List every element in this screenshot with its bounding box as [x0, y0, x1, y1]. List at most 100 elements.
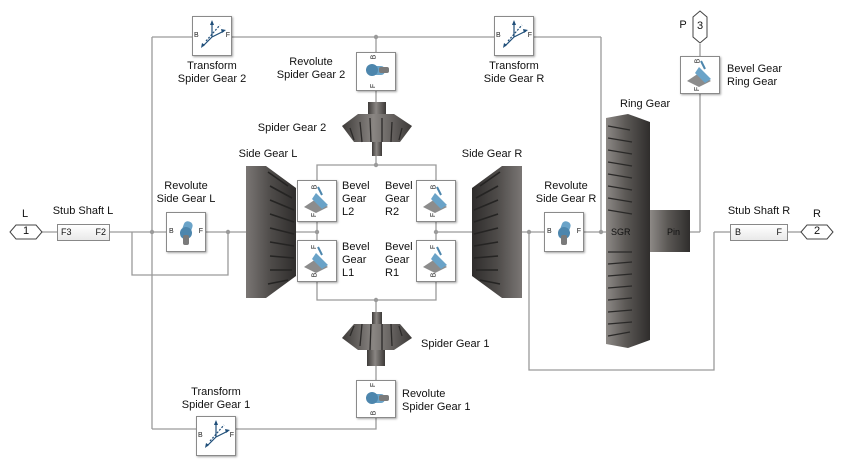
- label-line: Revolute: [544, 180, 588, 192]
- label-line: Bevel: [342, 180, 370, 192]
- port-P-label: P: [679, 19, 687, 31]
- port-b-letter: B: [169, 228, 174, 235]
- revolute-side-gear-l-block[interactable]: B F: [166, 212, 206, 252]
- stub-shaft-left-body[interactable]: F3 F2: [57, 224, 110, 241]
- label-line: L2: [342, 206, 355, 218]
- bevel-gear-icon: [304, 186, 328, 213]
- label-line: Transform: [191, 386, 241, 398]
- port-f-letter: F: [576, 228, 581, 235]
- spider-gear-1-image[interactable]: [336, 310, 416, 368]
- label-line: Revolute: [402, 388, 446, 400]
- port-L-shape[interactable]: [9, 224, 43, 240]
- revolute-spider-gear-2-block[interactable]: B F: [356, 52, 396, 91]
- ring-gear-image[interactable]: [604, 112, 694, 352]
- bevel-gear-r2-label: Bevel Gear R2: [385, 180, 413, 219]
- port-f-letter: F: [229, 432, 234, 439]
- stub-shaft-right-title: Stub Shaft R: [727, 205, 791, 217]
- frame-transform-icon: [205, 420, 230, 448]
- frame-transform-icon: [503, 20, 528, 48]
- spider-gear-2-label: Spider Gear 2: [257, 122, 327, 134]
- port-f-letter: F: [370, 382, 378, 388]
- bevel-gear-r2-block[interactable]: B F: [416, 180, 456, 222]
- bevel-gear-icon: [423, 246, 447, 273]
- port-f-letter: F: [370, 83, 378, 89]
- bevel-gear-l1-label: Bevel Gear L1: [342, 241, 370, 280]
- side-gear-l-image[interactable]: [244, 164, 298, 300]
- port-b-letter: B: [194, 32, 199, 39]
- label-line: Spider Gear 2: [177, 73, 247, 85]
- port-b-letter: B: [198, 432, 203, 439]
- port-b-letter: B: [694, 58, 702, 64]
- bevel-gear-ring-block[interactable]: B F: [680, 56, 720, 94]
- transform-spider-gear-2-block[interactable]: B F: [192, 16, 232, 56]
- label-line: R1: [385, 267, 400, 279]
- label-line: Bevel: [385, 180, 413, 192]
- port-f-letter: F: [311, 244, 319, 250]
- bevel-gear-l2-label: Bevel Gear L2: [342, 180, 370, 219]
- bevel-gear-icon: [687, 60, 711, 87]
- stub-shaft-right-port-b: F: [776, 227, 783, 237]
- revolute-joint-icon: [366, 64, 389, 76]
- port-f-letter: F: [430, 244, 438, 250]
- transform-side-gear-r-block[interactable]: B F: [494, 16, 534, 56]
- ring-gear-port-pin: Pin: [667, 227, 681, 237]
- label-line: Bevel: [385, 241, 413, 253]
- label-line: Revolute: [164, 180, 208, 192]
- revolute-spider-gear-2-label: Revolute Spider Gear 2: [270, 56, 352, 82]
- transform-spider-gear-1-block[interactable]: B F: [196, 416, 236, 456]
- label-line: Transform: [187, 60, 237, 72]
- bevel-gear-r1-block[interactable]: F B: [416, 240, 456, 282]
- revolute-side-gear-l-label: Revolute Side Gear L: [146, 180, 226, 206]
- bevel-gear-l2-block[interactable]: B F: [297, 180, 337, 222]
- revolute-joint-icon: [366, 392, 389, 404]
- label-line: Revolute: [289, 56, 333, 68]
- port-b-letter: B: [547, 228, 552, 235]
- transform-spider-gear-2-label: Transform Spider Gear 2: [160, 60, 264, 86]
- label-line: Side Gear L: [156, 193, 216, 205]
- port-b-letter: B: [430, 184, 438, 190]
- side-gear-r-image[interactable]: [470, 164, 524, 300]
- label-line: L1: [342, 267, 355, 279]
- port-b-letter: B: [430, 272, 438, 278]
- port-f-letter: F: [225, 32, 230, 39]
- port-f-letter: F: [430, 212, 438, 218]
- stub-shaft-right-body[interactable]: B F: [730, 224, 788, 241]
- port-R-number: 2: [813, 225, 821, 237]
- bevel-gear-icon: [304, 246, 328, 273]
- port-P-shape[interactable]: [692, 10, 708, 44]
- port-f-letter: F: [198, 228, 203, 235]
- spider-gear-2-image[interactable]: [336, 100, 416, 158]
- transform-side-gear-r-label: Transform Side Gear R: [462, 60, 566, 86]
- port-f-letter: F: [527, 32, 532, 39]
- port-P-number: 3: [696, 20, 704, 32]
- port-L-label: L: [21, 208, 29, 220]
- frame-transform-icon: [201, 20, 226, 48]
- spider-gear-1-label: Spider Gear 1: [421, 338, 490, 350]
- label-line: Spider Gear 1: [402, 401, 471, 413]
- port-f-letter: F: [311, 212, 319, 218]
- port-R-label: R: [813, 208, 821, 220]
- revolute-spider-gear-1-block[interactable]: F B: [356, 380, 396, 418]
- label-line: Gear: [385, 193, 410, 205]
- port-b-letter: B: [496, 32, 501, 39]
- label-line: Spider Gear 1: [181, 399, 251, 411]
- revolute-side-gear-r-label: Revolute Side Gear R: [524, 180, 608, 206]
- port-b-letter: B: [370, 410, 378, 416]
- label-line: Gear: [342, 193, 367, 205]
- ring-gear-label: Ring Gear: [620, 98, 671, 110]
- label-line: Transform: [489, 60, 539, 72]
- port-b-letter: B: [311, 272, 319, 278]
- stub-shaft-left-title: Stub Shaft L: [52, 205, 114, 217]
- stub-shaft-left-port-a: F3: [61, 227, 72, 237]
- label-line: Spider Gear 2: [276, 69, 346, 81]
- port-R-shape[interactable]: [800, 224, 834, 240]
- bevel-gear-r1-label: Bevel Gear R1: [385, 241, 413, 280]
- revolute-spider-gear-1-label: Revolute Spider Gear 1: [402, 388, 470, 414]
- port-f-letter: F: [694, 86, 702, 92]
- stub-shaft-right-port-a: B: [735, 227, 742, 237]
- port-L-number: 1: [22, 225, 30, 237]
- bevel-gear-l1-block[interactable]: F B: [297, 240, 337, 282]
- label-line: R2: [385, 206, 400, 218]
- revolute-side-gear-r-block[interactable]: B F: [544, 212, 584, 252]
- bevel-gear-ring-label: Bevel Gear Ring Gear: [727, 63, 782, 89]
